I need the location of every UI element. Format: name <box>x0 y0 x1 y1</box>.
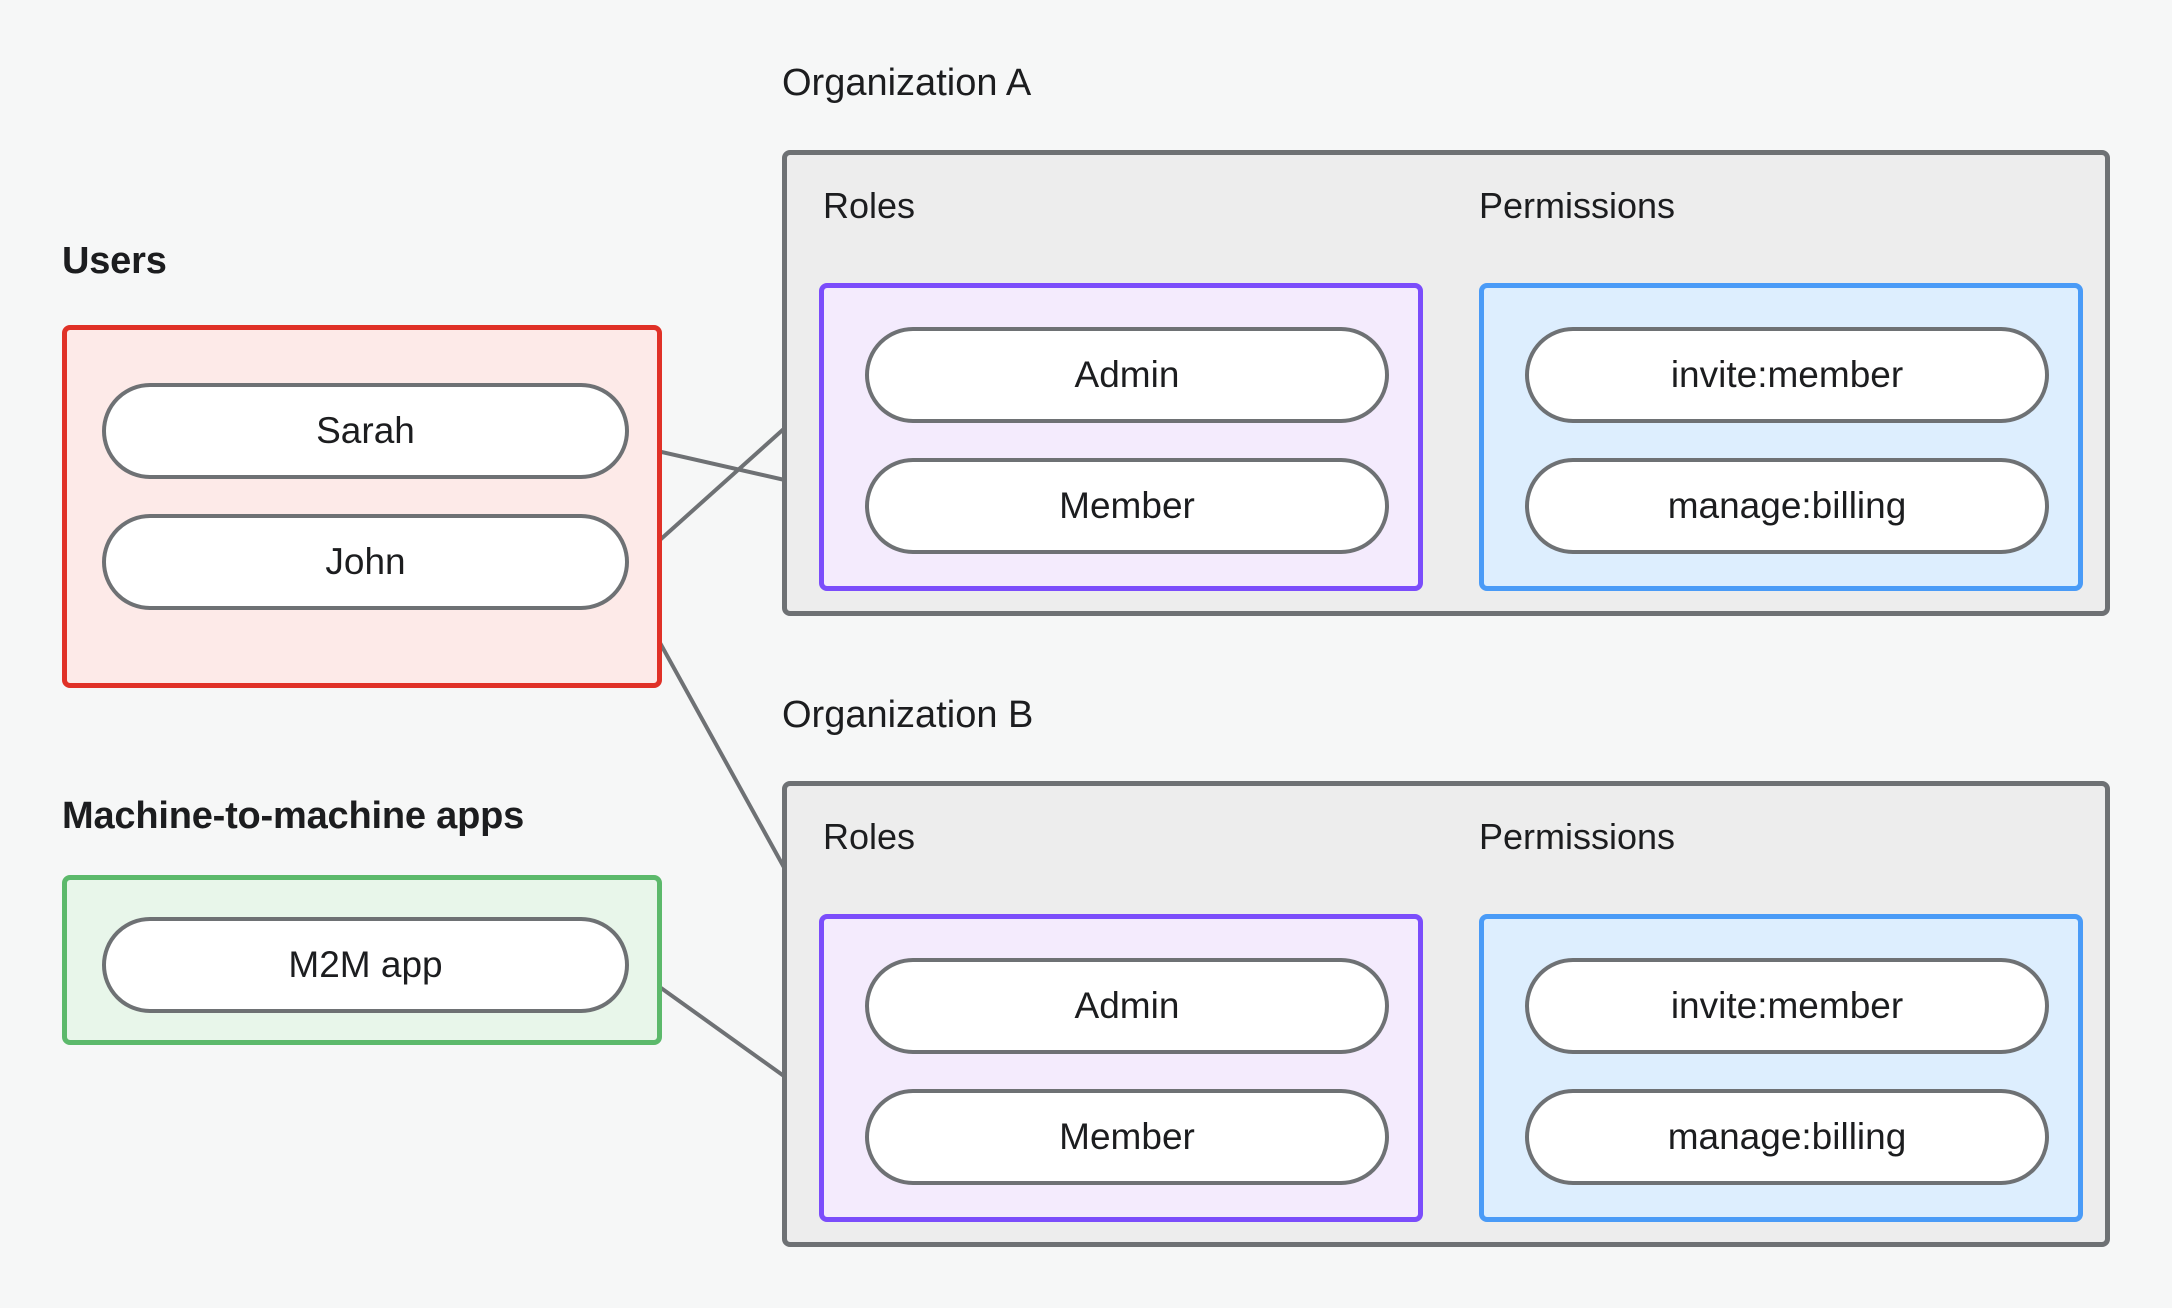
organization-b-permissions-box: invite:member manage:billing <box>1479 914 2083 1222</box>
m2m-node-app-label: M2M app <box>288 944 443 985</box>
organization-a-caption: Organization A <box>782 62 1032 104</box>
organization-a-role-member[interactable]: Member <box>865 458 1389 554</box>
organization-b-permission-manage-billing[interactable]: manage:billing <box>1525 1089 2049 1185</box>
organization-a-permissions-box: invite:member manage:billing <box>1479 283 2083 591</box>
organization-a-role-admin[interactable]: Admin <box>865 327 1389 423</box>
machine-apps-caption: Machine-to-machine apps <box>62 795 525 837</box>
organization-b-roles-caption: Roles <box>823 816 916 857</box>
organization-b-permissions-caption: Permissions <box>1479 816 1676 857</box>
organization-a-permission-manage-billing[interactable]: manage:billing <box>1525 458 2049 554</box>
organization-a-roles-caption: Roles <box>823 185 916 226</box>
organization-a-permission-invite-member[interactable]: invite:member <box>1525 327 2049 423</box>
organization-a-role-member-label: Member <box>1059 485 1195 526</box>
organization-b-permission-invite-member[interactable]: invite:member <box>1525 958 2049 1054</box>
organization-a-permissions-caption: Permissions <box>1479 185 1676 226</box>
organization-b-caption: Organization B <box>782 694 1034 736</box>
user-node-john[interactable]: John <box>102 514 629 610</box>
users-caption: Users <box>62 240 167 282</box>
m2m-node-app[interactable]: M2M app <box>102 917 629 1013</box>
user-node-sarah[interactable]: Sarah <box>102 383 629 479</box>
organization-b-role-admin[interactable]: Admin <box>865 958 1389 1054</box>
organization-a-box: Roles Permissions Admin Member invite:me… <box>782 150 2110 616</box>
organization-b-role-admin-label: Admin <box>1074 985 1180 1026</box>
organization-a-roles-box: Admin Member <box>819 283 1423 591</box>
organization-b-role-member[interactable]: Member <box>865 1089 1389 1185</box>
users-group-box: Sarah John <box>62 325 662 688</box>
user-node-sarah-label: Sarah <box>316 410 415 451</box>
machine-apps-group-box: M2M app <box>62 875 662 1045</box>
organization-a-role-admin-label: Admin <box>1074 354 1180 395</box>
organization-b-permission-manage-billing-label: manage:billing <box>1667 1116 1907 1157</box>
organization-a-permission-manage-billing-label: manage:billing <box>1667 485 1907 526</box>
organization-b-roles-box: Admin Member <box>819 914 1423 1222</box>
user-node-john-label: John <box>325 541 406 582</box>
organization-b-role-member-label: Member <box>1059 1116 1195 1157</box>
organization-b-permission-invite-member-label: invite:member <box>1670 985 1904 1026</box>
organization-b-box: Roles Permissions Admin Member invite:me… <box>782 781 2110 1247</box>
organization-a-permission-invite-member-label: invite:member <box>1670 354 1904 395</box>
